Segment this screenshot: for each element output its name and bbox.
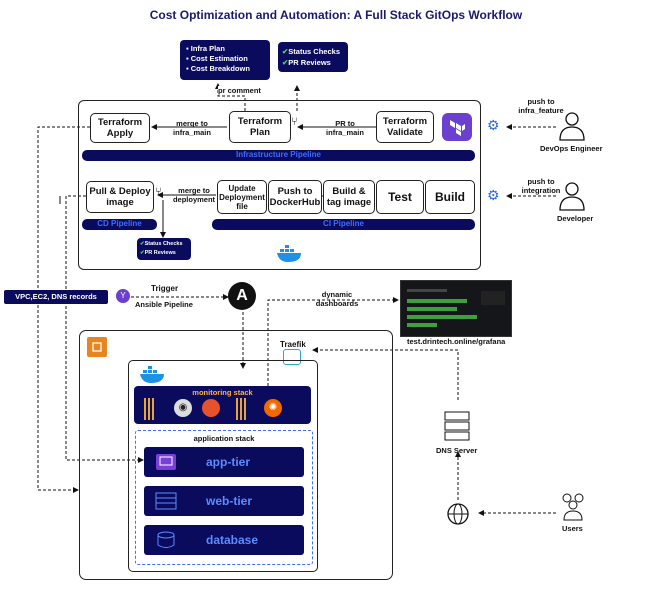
docker-icon bbox=[276, 244, 304, 269]
devops-engineer-icon bbox=[557, 110, 587, 142]
status-checks-small: ✔Status Checks ✔PR Reviews bbox=[137, 238, 191, 260]
infra-notes-box: ▪ Infra Plan ▪ Cost Estimation ▪ Cost Br… bbox=[180, 40, 270, 80]
cd-pipeline-bar: CD Pipeline bbox=[82, 219, 157, 230]
pipeline-trigger-icon: ⚙ bbox=[487, 187, 500, 203]
traefik-icon bbox=[283, 349, 301, 365]
github-actions-icon: Y bbox=[116, 289, 130, 303]
test-box[interactable]: Test bbox=[376, 180, 424, 214]
users-icon bbox=[558, 490, 588, 522]
app-tier-icon bbox=[154, 452, 178, 472]
dns-server-label: DNS Server bbox=[436, 446, 478, 455]
grafana-dashboard-thumbnail[interactable] bbox=[400, 280, 512, 337]
push-integration-label: push to integration bbox=[521, 177, 561, 195]
check-icon: ✔ bbox=[282, 47, 289, 56]
database-box[interactable]: database bbox=[144, 525, 304, 555]
check-item: ✔PR Reviews bbox=[282, 58, 331, 67]
check-item: ✔PR Reviews bbox=[140, 250, 176, 256]
developer-icon bbox=[557, 180, 587, 212]
web-tier-icon bbox=[154, 491, 178, 511]
check-item: ✔Status Checks bbox=[140, 241, 183, 247]
merge-infra-label: merge to infra_main bbox=[173, 119, 211, 137]
pipeline-trigger-icon: ⚙ bbox=[487, 117, 500, 133]
status-checks-box: ✔Status Checks ✔PR Reviews bbox=[278, 42, 348, 72]
dynamic-dashboards-label: dynamic dashboards bbox=[315, 290, 359, 308]
application-stack-box bbox=[135, 430, 313, 565]
push-infra-label: push to infra_feature bbox=[518, 97, 564, 115]
users-label: Users bbox=[562, 524, 583, 533]
ansible-pipeline-label: Ansible Pipeline bbox=[135, 300, 193, 309]
pr-infra-label: PR to infra_main bbox=[326, 119, 364, 137]
aws-ec2-icon bbox=[87, 337, 107, 357]
devops-engineer-label: DevOps Engineer bbox=[540, 144, 603, 153]
database-icon bbox=[154, 530, 178, 550]
terraform-logo-icon bbox=[442, 113, 472, 141]
note-item: ▪ Infra Plan bbox=[186, 44, 225, 53]
prometheus-icon bbox=[202, 399, 220, 417]
build-box[interactable]: Build bbox=[425, 180, 475, 214]
terraform-plan-box[interactable]: Terraform Plan bbox=[229, 111, 291, 143]
check-icon: ✔ bbox=[282, 58, 289, 67]
pull-deploy-box[interactable]: Pull & Deploy image bbox=[86, 181, 154, 213]
loki-icon bbox=[144, 398, 154, 420]
monitoring-stack-box: monitoring stack ◉ ✺ bbox=[134, 386, 311, 424]
app-tier-box[interactable]: app-tier bbox=[144, 447, 304, 477]
vpc-label: VPC,EC2, DNS records bbox=[4, 290, 108, 304]
page-title: Cost Optimization and Automation: A Full… bbox=[149, 8, 523, 22]
aws-container bbox=[79, 330, 393, 580]
database-label: database bbox=[206, 533, 259, 547]
dns-server-icon bbox=[443, 410, 471, 447]
check-item: ✔Status Checks bbox=[282, 47, 340, 56]
grafana-url-label: test.drintech.online/grafana bbox=[407, 337, 506, 346]
infrastructure-pipeline-bar: Infrastructure Pipeline bbox=[82, 150, 475, 161]
check-icon: ✔ bbox=[140, 241, 145, 247]
note-item: ▪ Cost Breakdown bbox=[186, 64, 250, 73]
app-tier-label: app-tier bbox=[206, 455, 251, 469]
update-deployment-box[interactable]: Update Deployment file bbox=[217, 180, 267, 214]
git-merge-icon: ⑂ bbox=[291, 116, 298, 128]
push-dockerhub-box[interactable]: Push to DockerHub bbox=[268, 180, 322, 214]
build-tag-box[interactable]: Build & tag image bbox=[323, 180, 375, 214]
web-tier-box[interactable]: web-tier bbox=[144, 486, 304, 516]
internet-globe-icon bbox=[446, 502, 470, 531]
developer-label: Developer bbox=[557, 214, 594, 223]
docker-icon bbox=[139, 365, 167, 390]
ci-pipeline-bar: CI Pipeline bbox=[212, 219, 475, 230]
grafana-icon: ✺ bbox=[264, 399, 282, 417]
monitoring-stack-label: monitoring stack bbox=[192, 388, 253, 397]
terraform-validate-box[interactable]: Terraform Validate bbox=[376, 111, 434, 143]
note-item: ▪ Cost Estimation bbox=[186, 54, 248, 63]
trigger-label: Trigger bbox=[151, 284, 179, 293]
check-icon: ✔ bbox=[140, 250, 145, 256]
pipelines-container bbox=[78, 100, 481, 270]
docker-host-box bbox=[128, 360, 318, 572]
terraform-apply-box[interactable]: Terraform Apply bbox=[90, 113, 150, 143]
promtail-icon bbox=[236, 398, 246, 420]
traefik-label: Traefik bbox=[280, 340, 306, 349]
merge-deployment-label: merge to deployment bbox=[172, 186, 216, 204]
application-stack-label: application stack bbox=[193, 434, 255, 443]
pr-comment-label: pr comment bbox=[218, 86, 261, 95]
owl-icon: ◉ bbox=[174, 399, 192, 417]
web-tier-label: web-tier bbox=[206, 494, 253, 508]
ansible-icon: A bbox=[228, 282, 256, 310]
git-merge-icon: ⑂ bbox=[155, 186, 162, 198]
